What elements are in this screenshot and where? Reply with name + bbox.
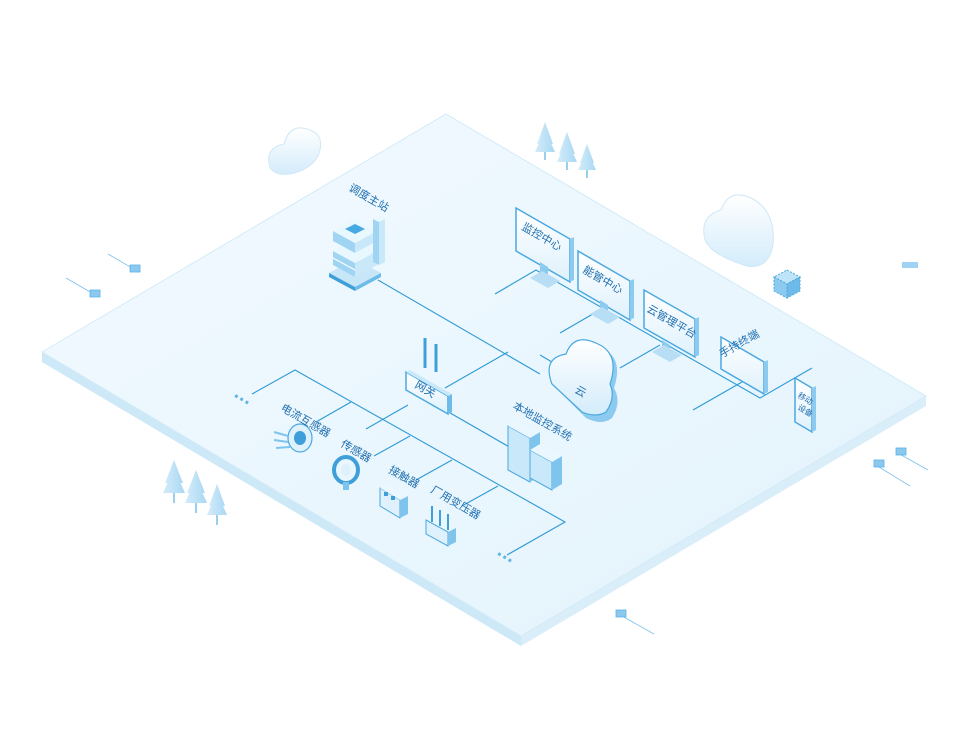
handheld-terminal-icon	[720, 335, 768, 396]
decor-cloud-right-icon	[703, 194, 774, 268]
tree-group-left	[163, 460, 227, 525]
tree-group-top	[535, 122, 596, 178]
cloud-platform-screen-icon	[643, 288, 699, 362]
sensor-icon	[332, 455, 360, 490]
platform	[41, 113, 927, 646]
dispatch-master-server-icon	[329, 216, 385, 291]
cube-icon	[772, 269, 802, 299]
gateway-router-icon	[405, 338, 452, 416]
decor-probe-icons	[65, 253, 929, 635]
mobile-device-icon	[794, 376, 816, 434]
current-transformer-icon	[273, 423, 313, 453]
cloud-node-icon	[548, 339, 618, 422]
decor-bar-icon	[902, 262, 918, 268]
contactor-icon	[379, 484, 408, 519]
decor-cloud-left-icon	[268, 127, 322, 175]
local-monitor-server-icon	[507, 420, 562, 491]
station-transformer-icon	[425, 506, 456, 547]
monitor-center-screen-icon	[515, 206, 574, 288]
energy-center-screen-icon	[577, 249, 634, 324]
connection-lines	[251, 269, 813, 556]
